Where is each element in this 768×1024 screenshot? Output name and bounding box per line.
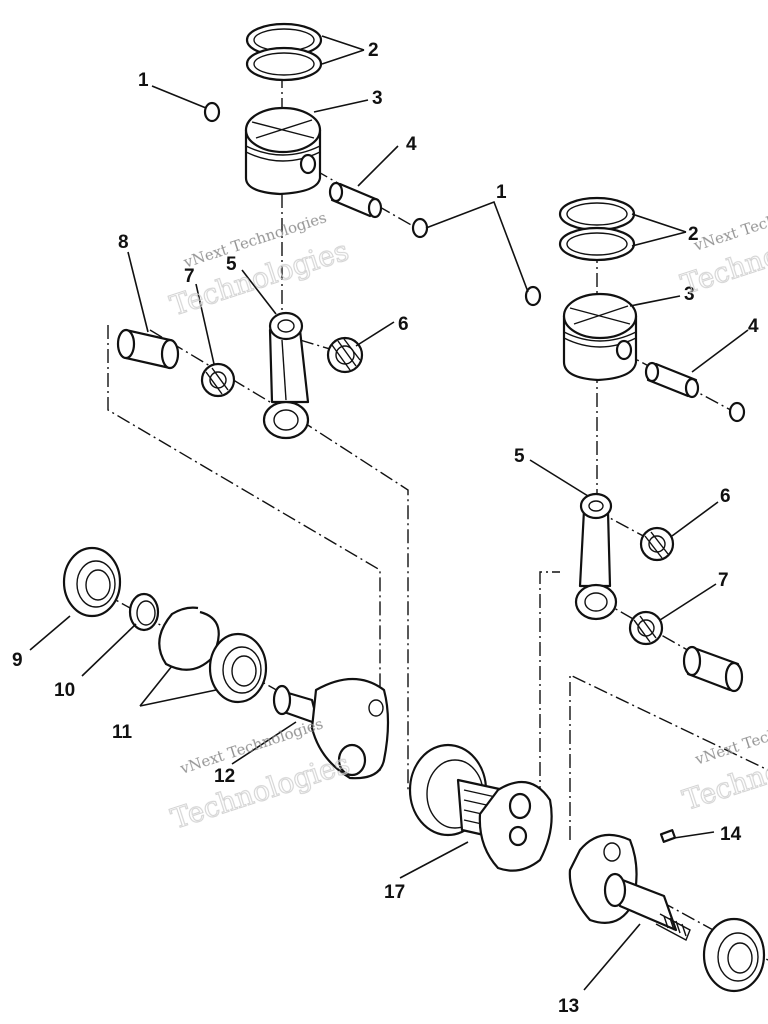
woodruff-key [659,829,677,843]
callout-6b: 6 [720,486,731,507]
callout-8: 8 [118,232,129,253]
callout-3a: 3 [372,88,383,109]
crankshaft-right-half [568,833,691,941]
needle-bearing-right-small [639,526,675,562]
needle-bearing-left-small [326,336,364,374]
callout-labels: 1 2 3 4 1 8 7 5 6 2 3 4 5 6 7 9 10 11 12… [12,40,759,1017]
callout-1b: 1 [496,182,507,203]
piston-pin-right [644,361,700,399]
connecting-rod-left [262,311,310,440]
piston-left [244,106,322,196]
leader-lines [29,35,749,991]
callout-14: 14 [720,824,742,845]
callout-4b: 4 [748,316,759,337]
needle-bearing-right-large [628,610,664,646]
callout-7a: 7 [184,266,195,287]
ball-bearing-right [702,917,766,993]
ball-bearing-inner-left [208,632,268,704]
crank-pin-left [116,328,180,370]
snap-ring [158,606,220,671]
callout-7b: 7 [718,570,729,591]
circlip-right-pin [728,401,746,423]
watermarks: Technologies vNext Technologies Technolo… [166,192,768,837]
piston-ring-set-left [245,22,323,82]
callout-2a: 2 [368,40,379,61]
callout-3b: 3 [684,284,695,305]
circlip-left-pin [411,217,429,239]
crankshaft-left-half [272,678,390,780]
callout-4a: 4 [406,134,417,155]
connecting-rod-right [574,492,618,621]
callout-13: 13 [558,996,579,1017]
callout-12: 12 [214,766,235,787]
callout-2b: 2 [688,224,699,245]
callout-5b: 5 [514,446,525,467]
callout-17: 17 [384,882,405,903]
callout-11: 11 [112,722,133,743]
callout-10: 10 [54,680,75,701]
spacer-ring [128,592,160,632]
piston-ring-set-right [558,196,636,262]
circlip-right-top [524,285,542,307]
circlip-left-top [203,101,221,123]
piston-right [562,292,638,382]
needle-bearing-left-large [200,362,236,398]
callout-6a: 6 [398,314,409,335]
callout-1a: 1 [138,70,149,91]
ball-bearing-outer-left [62,546,122,618]
crankshaft-centre-section [408,743,553,872]
crank-pin-right [682,645,744,693]
callout-5a: 5 [226,254,237,275]
callout-9: 9 [12,650,23,671]
piston-pin-left [328,181,383,219]
